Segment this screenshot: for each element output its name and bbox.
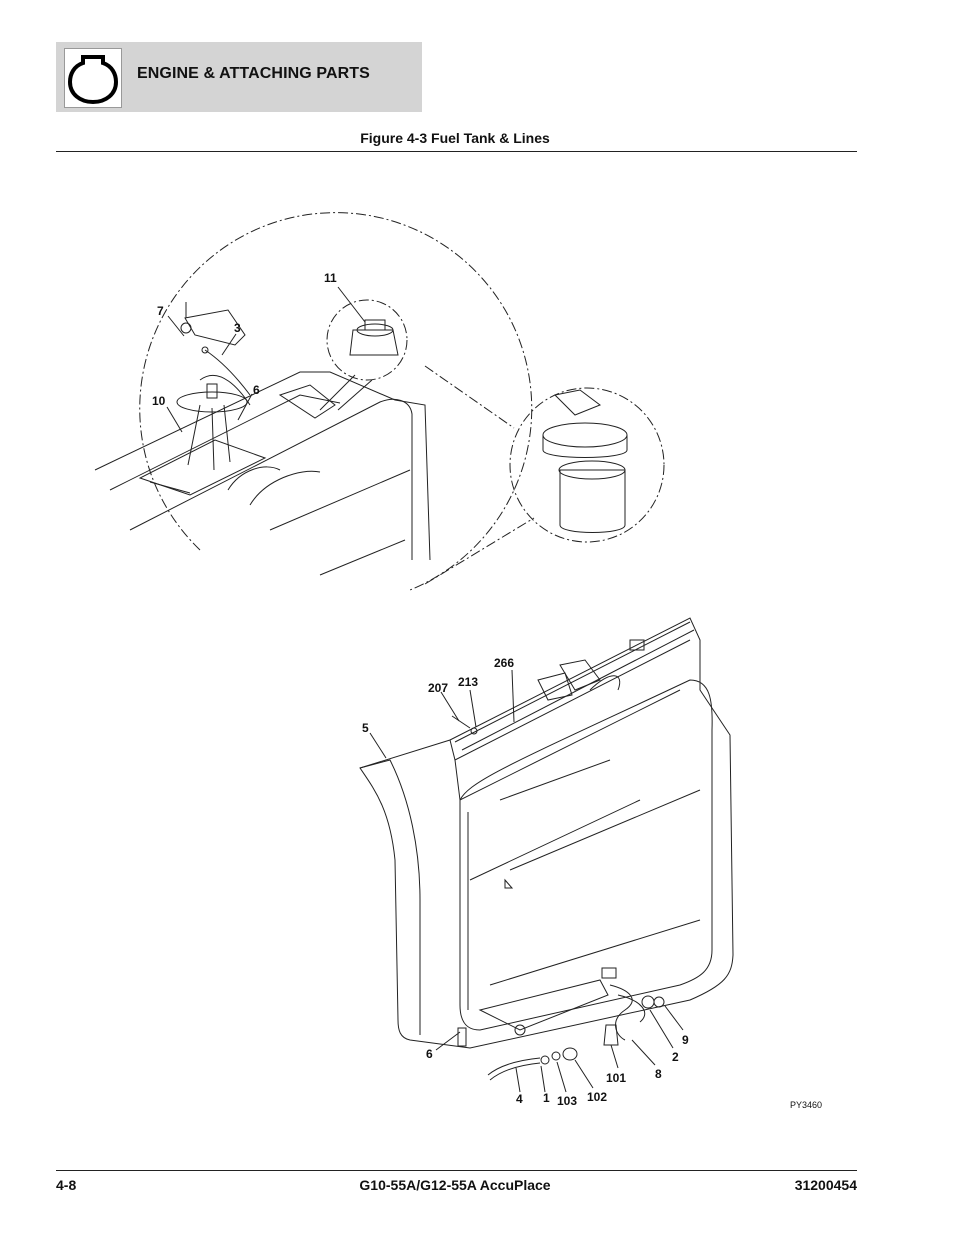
callout-4: 4 — [516, 1092, 523, 1106]
footer-divider — [56, 1170, 857, 1171]
header-divider — [56, 151, 857, 152]
fuel-tank-outline — [359, 617, 734, 1049]
engine-outline-icon — [64, 48, 122, 108]
drawing-code: PY3460 — [790, 1100, 822, 1110]
callout-3: 3 — [234, 321, 241, 335]
callout-7: 7 — [157, 304, 164, 318]
callout-9: 9 — [682, 1033, 689, 1047]
callout-207: 207 — [428, 681, 448, 695]
callout-5: 5 — [362, 721, 369, 735]
callout-6-tank: 6 — [426, 1047, 433, 1061]
callout-101: 101 — [606, 1071, 626, 1085]
callout-213: 213 — [458, 675, 478, 689]
callout-1: 1 — [543, 1091, 550, 1105]
page-number: 4-8 — [56, 1177, 77, 1193]
callout-2: 2 — [672, 1050, 679, 1064]
document-number: 31200454 — [794, 1177, 857, 1193]
callout-103: 103 — [557, 1094, 577, 1108]
figure-title: Figure 4-3 Fuel Tank & Lines — [360, 130, 550, 146]
callout-10: 10 — [152, 394, 166, 408]
cap-inset-circle — [326, 299, 408, 381]
callout-102: 102 — [587, 1090, 607, 1104]
section-title: ENGINE & ATTACHING PARTS — [137, 65, 370, 82]
callout-266: 266 — [494, 656, 514, 670]
detail-circle-large — [139, 212, 533, 591]
detail-circle-small — [509, 387, 665, 543]
callout-6-detail: 6 — [253, 383, 260, 397]
callout-11: 11 — [324, 271, 337, 285]
model-name: G10-55A/G12-55A AccuPlace — [359, 1177, 551, 1193]
callout-8: 8 — [655, 1067, 662, 1081]
